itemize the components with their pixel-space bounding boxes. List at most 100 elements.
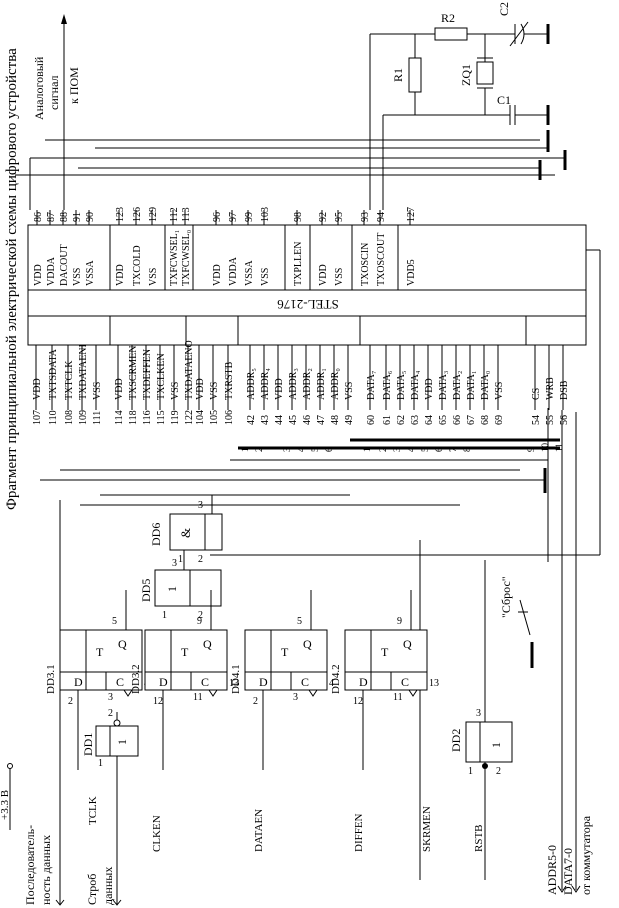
ff-pin-c2: 4: [329, 678, 334, 689]
bottom-pin-label-55: WRB: [545, 377, 556, 400]
bottom-pin-label-49: VSS: [344, 382, 355, 400]
ff-pin-q: 9: [397, 616, 402, 627]
dd2-pin1: 1: [468, 766, 473, 777]
seq-label-2: ность данных: [39, 835, 53, 905]
bottom-pin-label-64: VDD: [424, 378, 435, 400]
bus-num-8: 3: [392, 447, 402, 452]
bottom-pin-66: 66: [452, 415, 463, 425]
top-pin-label-93: TXOSCIN: [360, 243, 371, 286]
bottom-pin-label-107: VDD: [32, 378, 43, 400]
analog-label-1: Аналоговый: [32, 56, 46, 120]
bottom-pin-61: 61: [382, 415, 393, 425]
reset-switch: "Сброс": [499, 576, 534, 668]
top-pin-95: 95: [334, 212, 345, 222]
top-pin-112: 112: [169, 207, 180, 222]
top-pin-label-88: DACOUT: [59, 244, 70, 286]
ff-pin-d: 2: [253, 696, 258, 707]
top-pin-label-129: VSS: [148, 268, 159, 286]
bottom-pin-label-109: TXDATAENI: [78, 344, 89, 400]
bottom-pin-label-108: TXTCLK: [64, 360, 75, 400]
ff-t: T: [281, 645, 289, 659]
top-pin-97: 97: [228, 212, 239, 222]
top-pin-label-99: VSSA: [244, 260, 255, 286]
strobe-label-2: данных: [101, 867, 115, 905]
bottom-pin-49: 49: [344, 415, 355, 425]
r2-label: R2: [441, 11, 455, 25]
top-pin-label-127: VDD5: [406, 259, 417, 286]
bottom-pin-116: 116: [142, 410, 153, 425]
addr-arrow-icon: [557, 885, 567, 893]
clock-triangle-icon: [308, 689, 318, 697]
bottom-pin-label-56: DSB: [559, 380, 570, 400]
bottom-pin-47: 47: [316, 415, 327, 425]
top-pin-label-95: VSS: [334, 268, 345, 286]
top-wiring: R2 R1 ZQ1 C1 C2 Аналоговый сигнал к ПОМ: [15, 2, 567, 210]
top-pin-label-94: TXOSCOUT: [376, 233, 387, 286]
bottom-pin-label-122: TXDATAENO: [184, 340, 195, 400]
top-pin-label-103: VSS: [260, 268, 271, 286]
ff-d: D: [159, 675, 168, 689]
ff-pin-c1: 3: [293, 692, 298, 703]
strobe-label-1: Строб: [85, 874, 99, 905]
bottom-pin-118: 118: [128, 410, 139, 425]
top-pin-label-90: VSSA: [85, 260, 96, 286]
analog-arrow-icon: [61, 14, 67, 24]
bus-num-10: 5: [420, 447, 430, 452]
bottom-pin-65: 65: [438, 415, 449, 425]
bus-num-11: 6: [434, 447, 444, 452]
top-pin-label-86: VDD: [33, 264, 44, 286]
top-pin-label-92: VDD: [318, 264, 329, 286]
top-pin-86: 86: [33, 212, 44, 222]
dd5-pin2: 2: [198, 610, 203, 621]
bottom-pin-label-69: VSS: [494, 382, 505, 400]
top-pin-127: 127: [406, 207, 417, 222]
dd5-label: DD5: [139, 579, 153, 602]
bus-num-6: 1: [362, 448, 372, 453]
bottom-pin-104: 104: [195, 410, 206, 425]
dd2-pin3: 3: [476, 708, 481, 719]
bus-num-3: 4: [296, 447, 306, 452]
bottom-pin-label-111: VSS: [92, 382, 103, 400]
dd2-symbol: 1: [489, 742, 503, 748]
ff-d: D: [74, 675, 83, 689]
bottom-pin-label-48: ADDR₀: [330, 368, 341, 400]
ff-c: C: [201, 675, 209, 689]
bottom-pin-label-67: DATA₁: [466, 371, 477, 400]
ff-c: C: [401, 675, 409, 689]
bottom-pin-label-66: DATA₂: [452, 371, 463, 400]
ff-pin-q: 5: [112, 616, 117, 627]
top-pin-label-91: VSS: [72, 268, 83, 286]
dd2-label: DD2: [449, 729, 463, 752]
top-pin-label-112: TXFCWSEL₁: [169, 230, 180, 286]
bottom-pin-109: 109: [78, 410, 89, 425]
bottom-pin-label-115: TXCLKEN: [156, 353, 167, 400]
ff-t: T: [96, 645, 104, 659]
signal-skrmen: SKRMEN: [421, 806, 433, 852]
zq1-label: ZQ1: [459, 64, 473, 86]
top-pin-94: 94: [376, 212, 387, 222]
top-pin-98: 98: [293, 212, 304, 222]
bottom-pin-107: 107: [32, 410, 43, 425]
bottom-pin-46: 46: [302, 415, 313, 425]
bottom-pin-label-46: ADDR₂: [302, 368, 313, 400]
bottom-pin-label-63: DATA₄: [410, 370, 421, 400]
ff-pin-q: 5: [297, 616, 302, 627]
dd1-pin1: 1: [98, 758, 103, 769]
data-arrow-icon: [571, 885, 581, 893]
data-label: DATA7-0: [561, 848, 575, 895]
bottom-pin-119: 119: [170, 410, 181, 425]
gate-dd5: DD5 1 3 1 2: [139, 558, 222, 621]
bottom-pin-111: 111: [92, 411, 103, 425]
chip-name: STEL-2176: [277, 297, 339, 312]
dd6-symbol: &: [178, 528, 193, 538]
ff-pin-d: 2: [68, 696, 73, 707]
ff-name: DD3.2: [130, 664, 142, 694]
ff-t: T: [181, 645, 189, 659]
signal-tclk: TCLK: [87, 796, 99, 825]
bottom-pin-105: 105: [209, 410, 220, 425]
dd5-symbol: 1: [165, 586, 179, 592]
bus-num-1: 2: [254, 448, 264, 453]
